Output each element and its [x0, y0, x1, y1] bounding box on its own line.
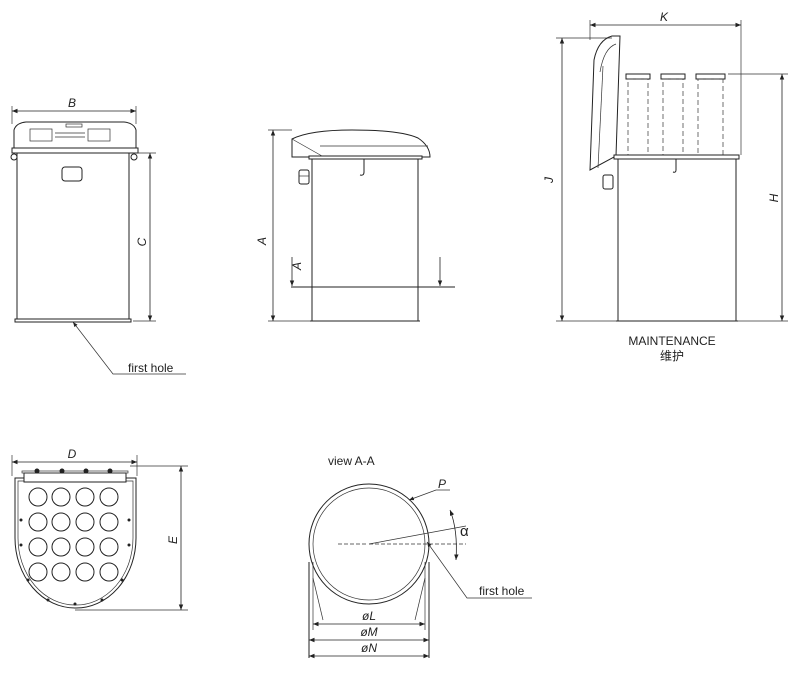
dim-label-j: J [542, 176, 556, 184]
label-first-hole-front: first hole [128, 361, 174, 375]
dim-label-n: øN [361, 641, 377, 655]
top-shell [14, 477, 137, 609]
front-clamp-right [130, 153, 138, 161]
front-lid-rim [11, 147, 139, 154]
label-p: P [438, 477, 446, 491]
maintenance-caption: MAINTENANCE [628, 334, 715, 348]
section-view: view A-A α P first hole øL øM øN [308, 454, 532, 659]
front-body [16, 152, 130, 320]
front-latch-left [29, 128, 53, 142]
side-view: A A [255, 129, 455, 322]
dim-label-c: C [135, 237, 149, 246]
front-clamp-left [10, 153, 18, 161]
leader-p [408, 489, 450, 501]
dim-label-h: H [767, 193, 781, 202]
leader-first-hole-section [426, 541, 532, 599]
top-rail [23, 472, 127, 483]
maint-flange [613, 154, 740, 160]
top-view: D E [11, 447, 188, 611]
side-hook [359, 159, 365, 176]
label-first-hole-section: first hole [479, 584, 525, 598]
dim-label-l: øL [362, 609, 376, 623]
maintenance-view: K J H MAINTENANCE 维护 [542, 10, 788, 363]
front-lid [13, 121, 137, 149]
dim-label-a: A [255, 237, 269, 246]
leader-first-hole-front [72, 321, 186, 375]
angle-ray [368, 525, 467, 545]
dim-label-e: E [166, 535, 180, 544]
angle-label: α [460, 523, 469, 540]
dim-label-d: D [68, 447, 77, 461]
maintenance-caption-cn: 维护 [660, 349, 684, 363]
section-mark-a: A [290, 262, 304, 271]
angle-arc [449, 509, 459, 561]
front-inspection-window [61, 166, 83, 182]
front-view: B C first hole [10, 96, 186, 375]
maint-handle [602, 174, 614, 190]
dim-label-b: B [68, 96, 76, 110]
open-lid [589, 35, 621, 171]
top-cartridge-holes [28, 487, 119, 582]
side-lid [291, 129, 431, 158]
side-lid-rim [308, 155, 423, 160]
dim-label-m: øM [360, 625, 377, 639]
dim-label-k: K [660, 10, 669, 24]
filter-cartridges [625, 73, 726, 156]
front-latch-right [87, 128, 111, 142]
front-base-flange [14, 318, 132, 323]
section-title: view A-A [328, 454, 375, 468]
side-handle [298, 169, 310, 185]
